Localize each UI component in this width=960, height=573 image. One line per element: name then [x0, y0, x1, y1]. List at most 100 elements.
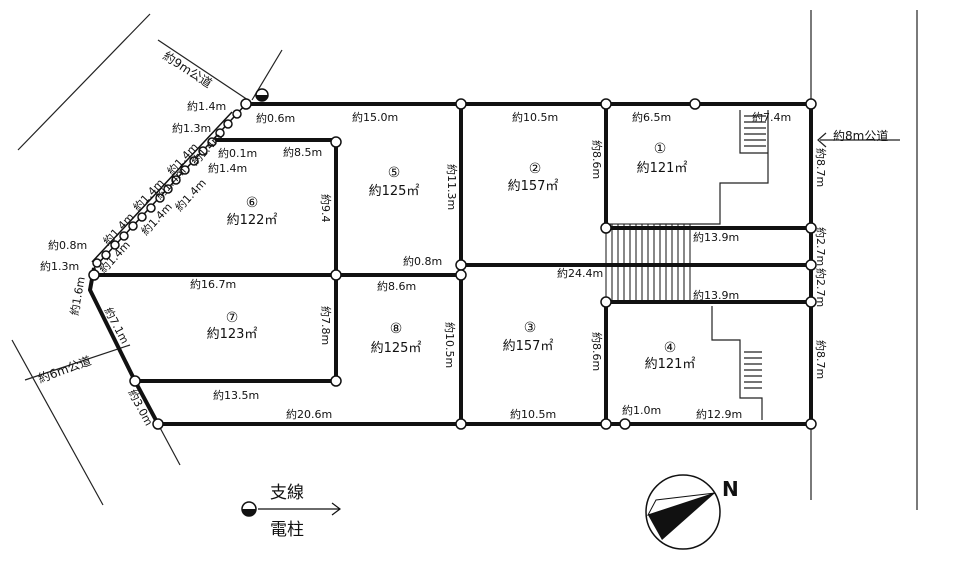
dim-label: 約1.3m: [40, 259, 79, 273]
dim-label: 約12.9m: [696, 407, 742, 421]
lot-8-number: ⑧: [390, 321, 403, 337]
dim-label: 約10.5m: [510, 407, 556, 421]
dim-label: 約1.4m: [187, 99, 226, 113]
survey-point: [171, 175, 181, 185]
compass-needle-light: [646, 492, 716, 516]
survey-point: [88, 269, 100, 281]
legend: 支線 電柱: [241, 483, 341, 540]
survey-point: [92, 258, 102, 268]
dim-label: 約9.4: [319, 194, 333, 223]
survey-point: [805, 418, 817, 430]
dim-label: 約13.9m: [693, 288, 739, 302]
dim-label: 約3.0m: [125, 387, 156, 428]
lot-7-number: ⑦: [226, 310, 239, 326]
dim-label: 約1.6m: [67, 275, 88, 316]
compass-needle-dark: [648, 493, 715, 540]
dim-label: 約8.5m: [283, 145, 322, 159]
dim-label: 約1.0m: [622, 403, 661, 417]
north-label: N: [722, 477, 739, 501]
building-outlines: [655, 110, 769, 420]
dim-label: 約13.5m: [213, 388, 259, 402]
dim-label: 約1.4m: [208, 161, 247, 175]
survey-point: [223, 119, 233, 129]
survey-points: [88, 98, 817, 430]
dim-label: 約8.6m: [377, 279, 416, 293]
dim-label: 約0.8m: [403, 254, 442, 268]
survey-point: [619, 418, 631, 430]
utility-pole-symbol: [255, 88, 269, 102]
west-road-edge-outer: [11, 339, 104, 506]
survey-point: [119, 231, 129, 241]
dim-label: 約2.7m: [814, 227, 828, 266]
east-road-arrowhead: [817, 132, 827, 148]
dim-label: 約8.7m: [814, 148, 828, 187]
dim-label: 約15.0m: [352, 110, 398, 124]
dim-label: 約8.7m: [814, 340, 828, 379]
dim-label: 約16.7m: [190, 277, 236, 291]
dim-label: 約0.8m: [48, 238, 87, 252]
legend-utility-pole: 電柱: [270, 520, 304, 540]
road-arrows: [24, 39, 900, 381]
nw-inner-line: [91, 111, 233, 263]
survey-point: [137, 212, 147, 222]
survey-point: [600, 296, 612, 308]
lot-4-number: ④: [664, 340, 677, 356]
lot-4-area: 約121㎡: [645, 357, 696, 372]
north-road-edge-outer: [17, 13, 151, 151]
lot1-building: [655, 110, 769, 225]
lot-5-area: 約125㎡: [369, 184, 420, 199]
dim-label: 約10.5m: [443, 322, 457, 368]
survey-point: [805, 259, 817, 271]
dim-label: 約11.3m: [445, 164, 459, 210]
lot-8-area: 約125㎡: [371, 341, 422, 356]
survey-point: [689, 98, 701, 110]
lot-3-number: ③: [524, 320, 537, 336]
survey-point: [129, 375, 141, 387]
dim-label: 約8.6m: [590, 140, 604, 179]
dim-label: 約6.5m: [632, 110, 671, 124]
passage-stairs: [605, 223, 691, 303]
lot6-east-boundary: [212, 138, 338, 275]
survey-point: [805, 98, 817, 110]
survey-point: [600, 98, 612, 110]
lot-1-number: ①: [654, 141, 667, 157]
survey-point: [163, 184, 173, 194]
lot-7-area: 約123㎡: [207, 327, 258, 342]
survey-point: [152, 418, 164, 430]
north-road-arrow: [157, 39, 249, 101]
survey-point: [128, 221, 138, 231]
dim-label: 約0.1m: [218, 146, 257, 160]
survey-point: [110, 240, 120, 250]
north-compass: N: [645, 474, 739, 550]
guy-wire-arrowhead: [331, 502, 341, 516]
survey-point: [805, 222, 817, 234]
dim-label: 約24.4m: [557, 266, 603, 280]
survey-point: [198, 146, 208, 156]
survey-point: [805, 296, 817, 308]
dim-label: 約2.7m: [814, 268, 828, 307]
dim-label: 約7.8m: [319, 306, 333, 345]
survey-point: [232, 109, 242, 119]
lot-1-area: 約121㎡: [637, 161, 688, 176]
lot-2-number: ②: [529, 161, 542, 177]
lot-5-number: ⑤: [388, 165, 401, 181]
lot-3-area: 約157㎡: [503, 339, 554, 354]
north-road-label: 約9m公道: [160, 48, 215, 91]
lot4-building: [711, 306, 763, 420]
survey-point: [215, 128, 225, 138]
east-road-label: 約8m公道: [833, 128, 888, 143]
dim-label: 約1.3m: [172, 121, 211, 135]
survey-point: [455, 269, 467, 281]
survey-point: [330, 375, 342, 387]
road-edges: [11, 10, 918, 510]
dim-label: 約8.6m: [590, 332, 604, 371]
dim-label: 約0.6m: [256, 111, 295, 125]
survey-point: [330, 269, 342, 281]
survey-point: [455, 98, 467, 110]
survey-point: [240, 98, 252, 110]
lot-2-area: 約157㎡: [508, 179, 559, 194]
survey-point: [189, 156, 199, 166]
dim-label: 約10.5m: [512, 110, 558, 124]
west-road-label: 約6m公道: [36, 353, 93, 386]
survey-point: [455, 259, 467, 271]
